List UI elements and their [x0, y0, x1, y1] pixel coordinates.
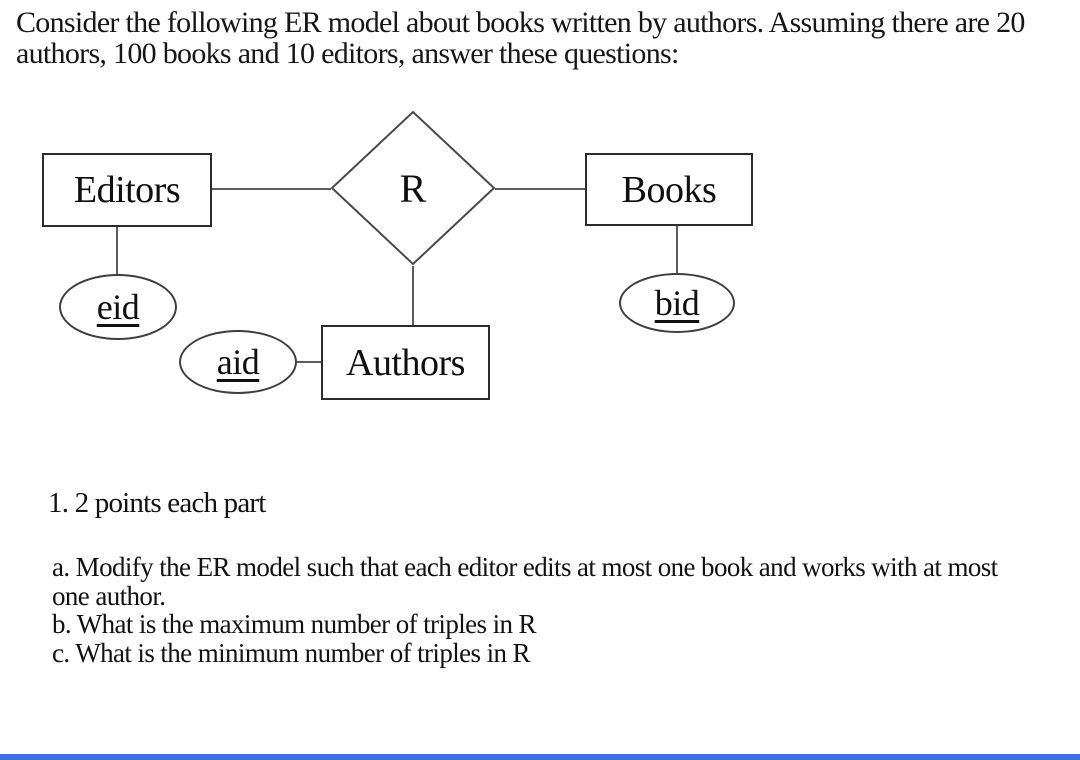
- connector-r-authors: [412, 266, 414, 326]
- entity-books: Books: [585, 153, 753, 226]
- question-a-line-1: a. Modify the ER model such that each ed…: [52, 552, 998, 582]
- question-c: c. What is the minimum number of triples…: [52, 637, 531, 668]
- relationship-diamond-shape: [330, 110, 496, 266]
- attribute-bid-label: bid: [654, 283, 700, 323]
- intro-line-2: authors, 100 books and 10 editors, answe…: [16, 37, 679, 70]
- er-diagram: R Editors Books Authors eid bid aid: [42, 110, 753, 400]
- relationship-diamond: [330, 110, 496, 266]
- question-b: b. What is the maximum number of triples…: [52, 609, 537, 639]
- entity-authors: Authors: [321, 325, 490, 400]
- connector-editors-eid: [116, 226, 118, 275]
- entity-books-label: Books: [621, 168, 717, 211]
- connector-editors-r: [211, 188, 331, 190]
- connector-aid-authors: [296, 361, 322, 363]
- question-list: a. Modify the ER model such that each ed…: [52, 553, 1062, 667]
- attribute-aid-label: aid: [216, 342, 260, 382]
- entity-editors-label: Editors: [73, 169, 181, 211]
- connector-r-books: [495, 188, 586, 190]
- intro-line-1: Consider the following ER model about bo…: [16, 6, 1025, 39]
- entity-editors: Editors: [42, 153, 212, 227]
- attribute-bid: bid: [619, 273, 735, 333]
- question-heading: 1. 2 points each part: [48, 487, 266, 519]
- attribute-eid: eid: [59, 274, 177, 340]
- connector-books-bid: [676, 226, 678, 274]
- question-a-line-2: one author.: [52, 580, 166, 611]
- bottom-accent-bar: [0, 754, 1080, 760]
- attribute-eid-label: eid: [96, 287, 140, 327]
- relationship-label: R: [399, 165, 427, 211]
- attribute-aid: aid: [179, 330, 297, 394]
- intro-paragraph: Consider the following ER model about bo…: [16, 7, 1072, 69]
- entity-authors-label: Authors: [346, 341, 465, 384]
